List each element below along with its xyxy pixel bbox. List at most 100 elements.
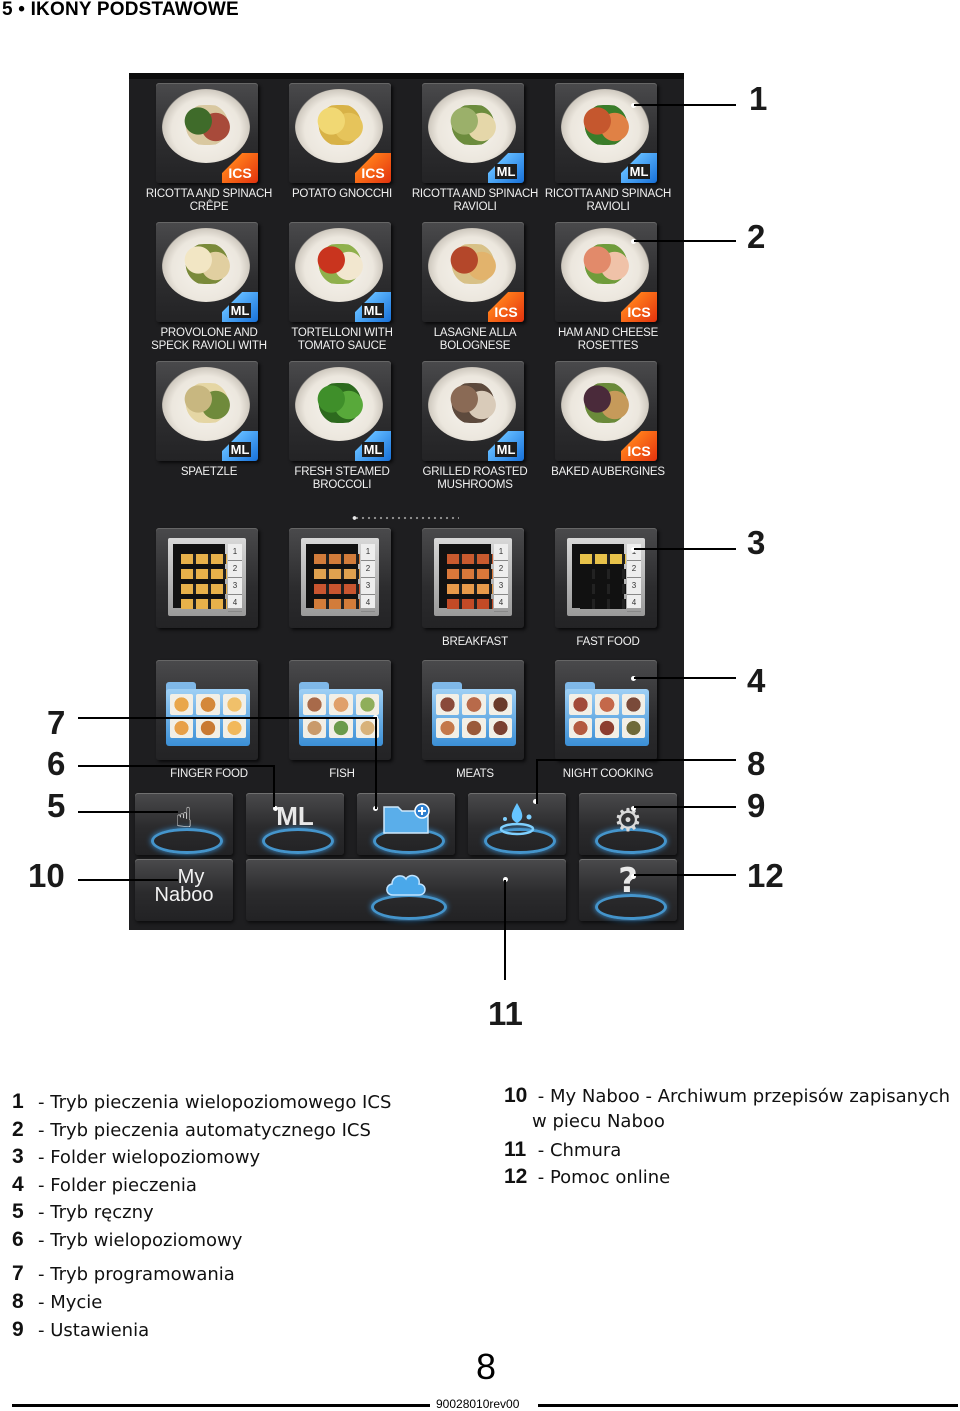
oven-level: 1	[361, 544, 375, 561]
food	[577, 244, 635, 284]
legend-number: 10	[504, 1084, 528, 1107]
folder-icon	[166, 682, 250, 746]
folder-label: MEATS	[456, 768, 494, 780]
help-button[interactable]: ?	[579, 859, 677, 921]
recipe-label: RICOTTA AND SPINACH RAVIOLI	[411, 188, 539, 213]
settings-button[interactable]: ⚙	[579, 793, 677, 855]
folder-photo	[303, 717, 327, 738]
folder-add-icon	[357, 801, 455, 841]
folder-image	[422, 660, 524, 760]
folder-icon	[299, 682, 383, 746]
oven-rack	[314, 584, 360, 594]
callout-line-8	[537, 759, 736, 761]
callout-line-10	[78, 879, 178, 881]
folder-label: BREAKFAST	[442, 636, 508, 648]
halo-ring	[262, 828, 334, 854]
legend-text: - Tryb programowania	[38, 1264, 235, 1285]
food	[577, 105, 635, 145]
oven-level: 3	[627, 578, 641, 595]
food	[311, 383, 369, 423]
recipe-image: ML	[156, 361, 258, 461]
callout-line-3	[634, 548, 736, 550]
recipe-label: FRESH STEAMED BROCCOLI	[294, 466, 390, 491]
multilevel-badge: ML	[621, 153, 657, 183]
legend-text: - Folder pieczenia	[38, 1175, 197, 1196]
folder-label: FISH	[329, 768, 355, 780]
oven-rack	[181, 569, 227, 579]
document-code: 90028010rev00	[436, 1397, 520, 1411]
legend-item: 3- Folder wielopoziomowy	[12, 1145, 260, 1169]
badge-text: ML	[228, 303, 252, 318]
my-naboo-button[interactable]: My Naboo	[135, 859, 233, 921]
cloud-button[interactable]	[246, 859, 566, 921]
callout-number-1: 1	[749, 80, 768, 117]
badge-text: ICS	[494, 304, 518, 320]
callout-number-2: 2	[747, 218, 766, 255]
legend-number: 3	[12, 1145, 24, 1168]
callout-dot-6	[273, 806, 278, 811]
folder-icon	[432, 682, 516, 746]
ics-badge: ICS	[355, 153, 391, 183]
folder-tab	[299, 682, 329, 692]
hand-touch-icon: ☝	[175, 801, 193, 834]
callout-line-1	[634, 104, 736, 106]
folder-photos	[436, 694, 512, 738]
oven-rack	[447, 569, 493, 579]
legend-number: 12	[504, 1165, 528, 1188]
callout-line-8v	[536, 759, 538, 804]
food	[311, 105, 369, 145]
callout-line-4	[634, 677, 736, 679]
folder-label: FINGER FOOD	[170, 768, 248, 780]
callout-line-9	[634, 806, 736, 808]
oven-window	[306, 544, 360, 609]
cloud-icon-svg	[386, 874, 426, 896]
callout-dot-4	[631, 676, 636, 681]
oven-rack	[580, 569, 626, 579]
folder-photo	[595, 694, 619, 715]
legend-item: 7- Tryb programowania	[12, 1262, 235, 1286]
folder-add-icon-svg	[383, 803, 430, 834]
legend-number: 9	[12, 1318, 24, 1341]
food	[178, 383, 236, 423]
oven-window	[439, 544, 493, 609]
food	[577, 383, 635, 423]
legend-text: - My Naboo - Archiwum przepisów zapisany…	[537, 1086, 951, 1107]
badge-text: ICS	[627, 304, 651, 320]
oven-level: 3	[228, 578, 242, 595]
badge-text: ML	[627, 164, 651, 179]
recipe-image: ML	[289, 361, 391, 461]
callout-line-6	[78, 765, 274, 767]
oven-level: 2	[228, 561, 242, 578]
oven-rack	[314, 569, 360, 579]
washing-button[interactable]	[468, 793, 566, 855]
oven-level: 2	[361, 561, 375, 578]
cloud-icon	[246, 867, 566, 905]
legend-item: 6- Tryb wielopoziomowy	[12, 1228, 242, 1252]
oven-rack	[447, 599, 493, 609]
legend-text: - Tryb pieczenia wielopoziomowego ICS	[38, 1092, 392, 1113]
recipe-image: ML	[555, 83, 657, 183]
multilevel-mode-button[interactable]: ML	[246, 793, 344, 855]
callout-number-11: 11	[488, 995, 523, 1032]
oven-level: 2	[494, 561, 508, 578]
manual-mode-button[interactable]: ☝	[135, 793, 233, 855]
oven-rack	[580, 584, 626, 594]
oven-rack	[181, 584, 227, 594]
ics-badge: ICS	[621, 292, 657, 322]
callout-dot-2	[631, 239, 636, 244]
legend-text: - Chmura	[537, 1140, 622, 1161]
oven-rack	[314, 599, 360, 609]
footer-rule-left	[12, 1404, 430, 1407]
halo-ring	[595, 828, 667, 854]
page-indicator[interactable]	[352, 516, 459, 520]
legend-number: 11	[504, 1138, 527, 1161]
oven-window	[572, 544, 626, 609]
programming-mode-button[interactable]	[357, 793, 455, 855]
recipe-label: LASAGNE ALLA BOLOGNESE	[433, 327, 517, 352]
callout-dot-12	[631, 874, 636, 879]
